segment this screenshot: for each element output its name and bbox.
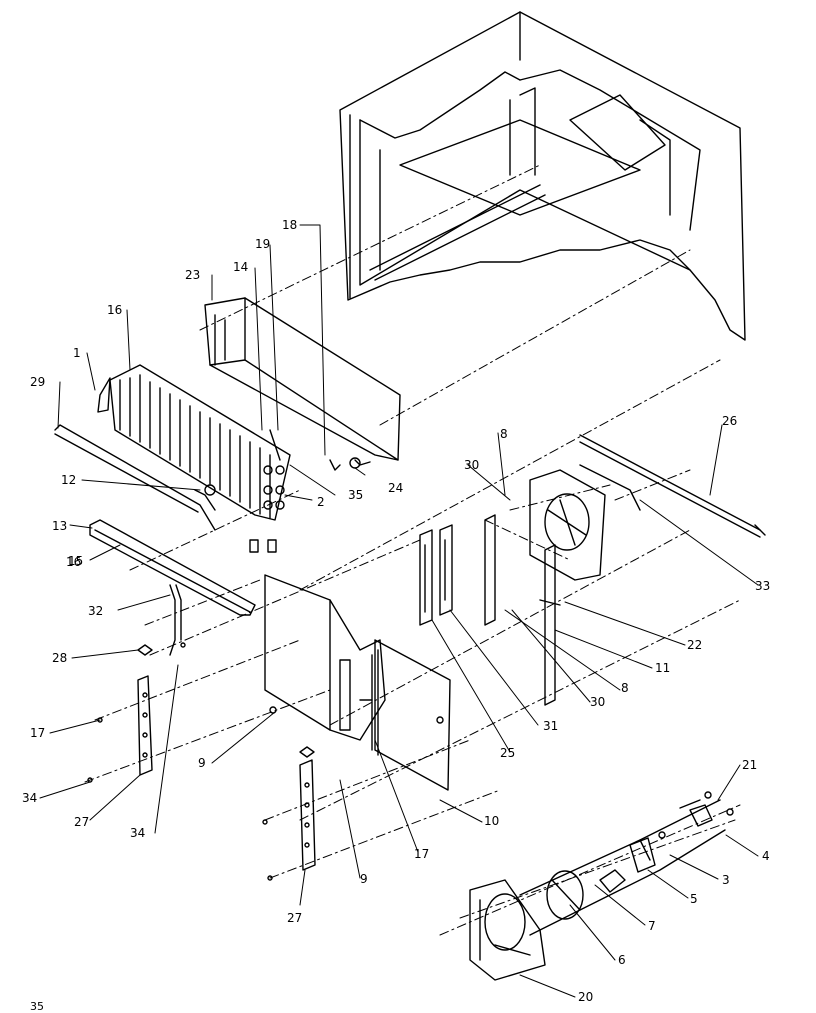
- evaporator-housing: [204, 297, 401, 461]
- callout-9-right: 9: [360, 872, 368, 886]
- callout-34-right: 34: [130, 826, 145, 840]
- callout-27-right: 27: [287, 911, 302, 925]
- callout-22: 22: [687, 638, 702, 652]
- callout-30-lower: 30: [590, 695, 605, 709]
- callout-5: 5: [690, 892, 698, 906]
- vertical-brackets: [484, 514, 561, 706]
- callout-16-upper: 16: [107, 303, 122, 317]
- callout-30-upper: 30: [464, 458, 479, 472]
- callout-21: 21: [742, 758, 757, 772]
- callout-33: 33: [755, 579, 770, 593]
- callout-7: 7: [648, 919, 656, 933]
- drain-tube: [169, 584, 182, 656]
- callout-24: 24: [388, 481, 403, 495]
- callout-17-left: 17: [30, 726, 45, 740]
- callout-9-left: 9: [198, 756, 206, 770]
- callout-labels: 1 2 3 4 5 6 7 8 8 9 9 10 11 12 13 14 15 …: [22, 218, 770, 1013]
- callout-2: 2: [317, 495, 325, 509]
- fan-motor-assembly: [469, 791, 734, 981]
- screws-and-fasteners: [87, 457, 444, 881]
- air-channel-baffle: [419, 524, 453, 626]
- callout-34-left: 34: [22, 791, 37, 805]
- callout-3: 3: [722, 873, 730, 887]
- fan-shroud: [529, 464, 641, 581]
- page-number: 35: [30, 1000, 44, 1013]
- callout-28: 28: [52, 651, 67, 665]
- alignment-lines: [84, 164, 741, 936]
- evaporator-coil: [97, 364, 291, 521]
- callout-19: 19: [255, 237, 270, 251]
- callout-13: 13: [52, 519, 67, 533]
- rear-divider-panel: [264, 574, 386, 741]
- hinge-bracket-upper: [137, 644, 153, 776]
- drain-pan: [89, 519, 256, 616]
- callout-6: 6: [618, 953, 626, 967]
- callout-23: 23: [185, 268, 200, 282]
- callout-20: 20: [578, 990, 593, 1004]
- leader-lines: [39, 224, 759, 998]
- callout-4: 4: [762, 849, 770, 863]
- callout-17-right: 17: [414, 847, 429, 861]
- callout-1: 1: [73, 346, 81, 360]
- callout-8-lower: 8: [621, 681, 629, 695]
- callout-25: 25: [500, 746, 515, 760]
- callout-10: 10: [484, 814, 499, 828]
- front-cover-panel: [359, 639, 451, 791]
- callout-15: 15: [68, 554, 83, 568]
- callout-27-left: 27: [74, 815, 89, 829]
- heater-tube: [54, 424, 371, 531]
- cabinet-housing: [339, 11, 746, 341]
- callout-26: 26: [722, 414, 737, 428]
- callout-12: 12: [61, 473, 76, 487]
- callout-29: 29: [30, 375, 45, 389]
- callout-31: 31: [543, 719, 558, 733]
- callout-14: 14: [233, 260, 248, 274]
- mounting-rail: [579, 434, 766, 538]
- callout-8-upper: 8: [500, 427, 508, 441]
- hinge-bracket-lower: [299, 746, 316, 871]
- callout-16-lower: 16: [66, 555, 81, 569]
- callout-11: 11: [655, 661, 670, 675]
- callout-32: 32: [88, 604, 103, 618]
- callout-18: 18: [282, 218, 297, 232]
- callout-35: 35: [348, 488, 363, 502]
